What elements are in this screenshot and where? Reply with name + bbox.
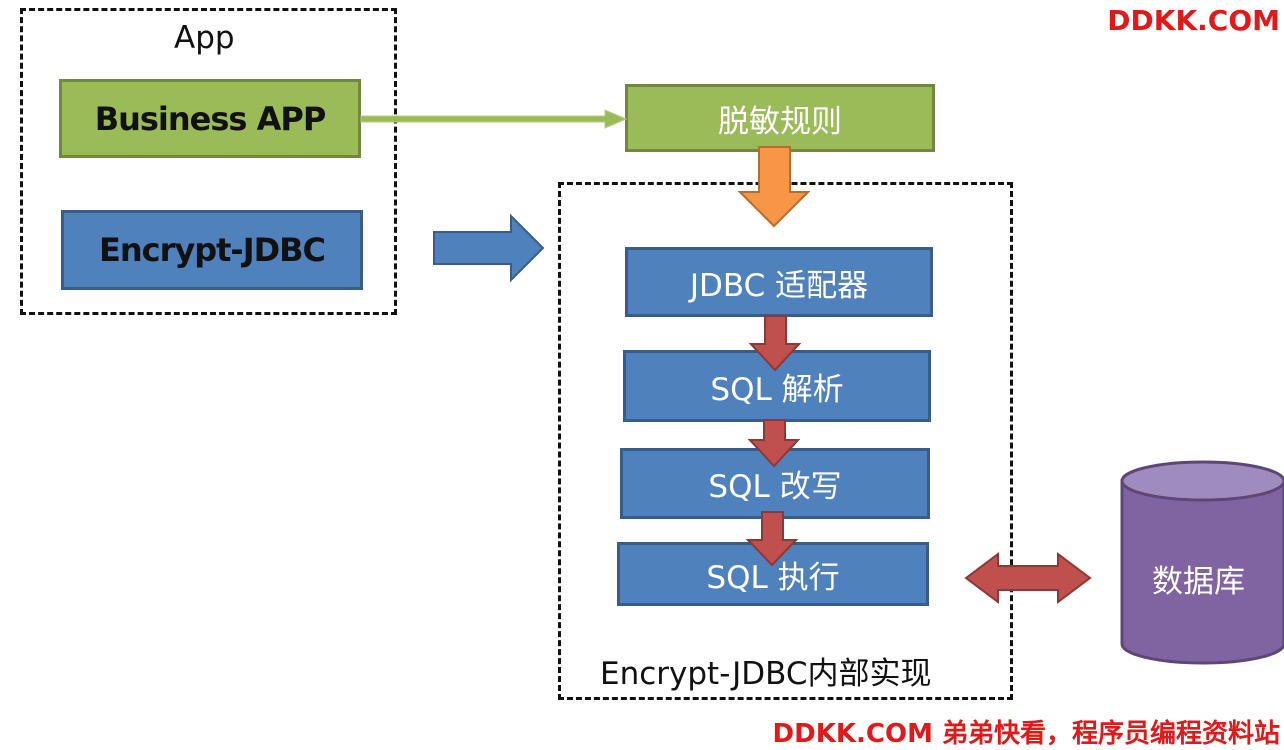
- app-group: [20, 8, 397, 315]
- masking-rules-box: 脱敏规则: [625, 84, 935, 152]
- green-arrow: [360, 109, 628, 129]
- database-cylinder: [1120, 460, 1284, 665]
- internal-group-caption: Encrypt-JDBC内部实现: [600, 656, 932, 692]
- app-group-title: App: [174, 20, 235, 56]
- step-sql-execute: SQL 执行: [617, 542, 929, 606]
- encrypt-jdbc-box: Encrypt-JDBC: [61, 210, 363, 290]
- blue-right-arrow: [433, 213, 545, 283]
- red-double-arrow: [964, 552, 1092, 604]
- watermark-top: DDKK.COM: [1107, 4, 1280, 37]
- step-jdbc-adapter-label: JDBC 适配器: [689, 267, 869, 304]
- business-app-label: Business APP: [94, 99, 327, 138]
- encrypt-jdbc-label: Encrypt-JDBC: [98, 231, 326, 269]
- step-sql-rewrite-label: SQL 改写: [708, 469, 842, 505]
- orange-down-arrow: [737, 146, 811, 228]
- watermark-bottom: DDKK.COM 弟弟快看，程序员编程资料站: [772, 719, 1280, 749]
- step-sql-execute-label: SQL 执行: [706, 559, 840, 596]
- masking-rules-label: 脱敏规则: [718, 103, 842, 140]
- step-sql-parse: SQL 解析: [623, 350, 931, 422]
- business-app-box: Business APP: [59, 79, 361, 158]
- step-sql-rewrite: SQL 改写: [620, 448, 930, 519]
- step-sql-parse-label: SQL 解析: [710, 371, 844, 408]
- step-jdbc-adapter: JDBC 适配器: [625, 247, 933, 317]
- database-label: 数据库: [1152, 564, 1245, 600]
